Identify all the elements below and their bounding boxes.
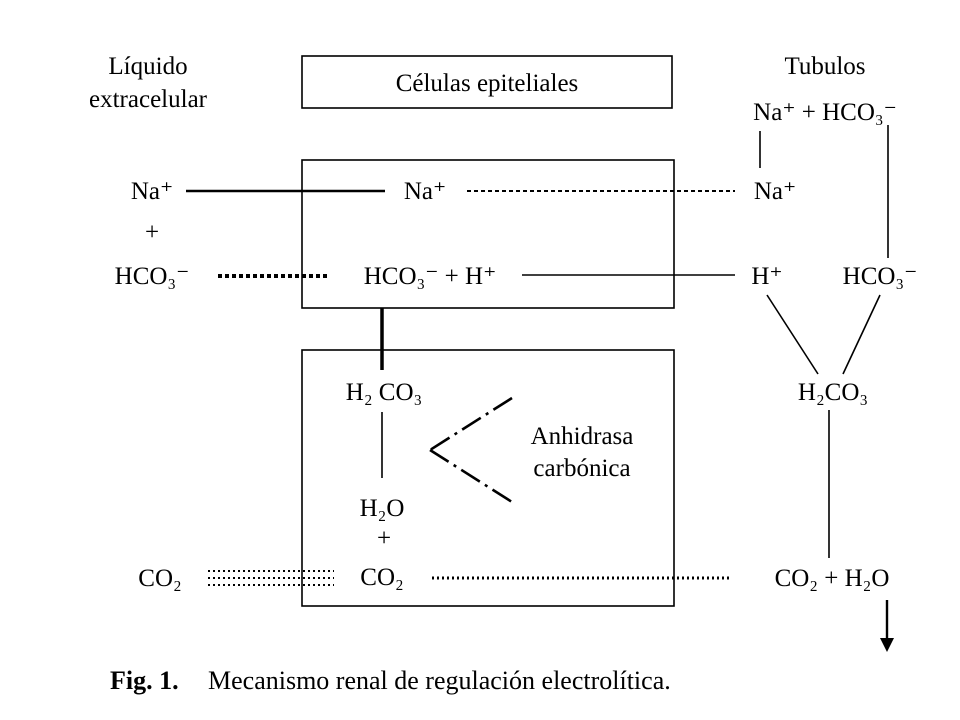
cell-hco3-h-label: HCO₃⁻ + H⁺ [364, 263, 497, 290]
cell-h2co3-label: H₂ CO₃ [346, 379, 422, 406]
tubule-hco3-label: HCO₃⁻ [843, 263, 918, 290]
header-cells-box [301, 55, 673, 109]
tubule-h-to-h2co3-line [766, 294, 819, 375]
cell-h2o-label: H₂O [360, 495, 405, 522]
anhydrase-lower-stroke [429, 448, 513, 504]
header-cells-label: Células epiteliales [396, 70, 579, 97]
header-extracelular: extracelular [89, 86, 208, 113]
tubule-hco3-to-h2co3-line [842, 294, 881, 375]
upper-cell-box [301, 159, 675, 309]
lower-cell-box [301, 349, 675, 607]
tubule-na-hco3-label: Na⁺ + HCO₃⁻ [753, 99, 897, 126]
cell-co2-label: CO₂ [360, 564, 403, 591]
enzyme-label-line2: carbónica [533, 455, 630, 482]
extracellular-co2-label: CO₂ [138, 565, 181, 592]
enzyme-label-line1: Anhidrasa [531, 423, 634, 450]
tubule-h2co3-label: H₂CO₃ [798, 379, 868, 406]
excretion-arrow-head [880, 638, 894, 652]
tubule-na-label: Na⁺ [754, 178, 796, 205]
header-liquido: Líquido [108, 53, 187, 80]
extracellular-plus-label: + [145, 219, 159, 246]
anhydrase-upper-stroke [429, 396, 513, 452]
cell-na-label: Na⁺ [404, 178, 446, 205]
tubule-h-label: H⁺ [751, 263, 782, 290]
caption-figure-label: Fig. 1. [110, 666, 179, 695]
extracellular-na-label: Na⁺ [131, 178, 173, 205]
tubule-co2-h2o-label: CO₂ + H₂O [775, 565, 890, 592]
caption-text: Mecanismo renal de regulación electrolít… [208, 666, 671, 695]
extracellular-hco3-label: HCO₃⁻ [115, 263, 190, 290]
header-tubulos: Tubulos [784, 53, 865, 80]
cell-plus-label: + [377, 525, 391, 552]
